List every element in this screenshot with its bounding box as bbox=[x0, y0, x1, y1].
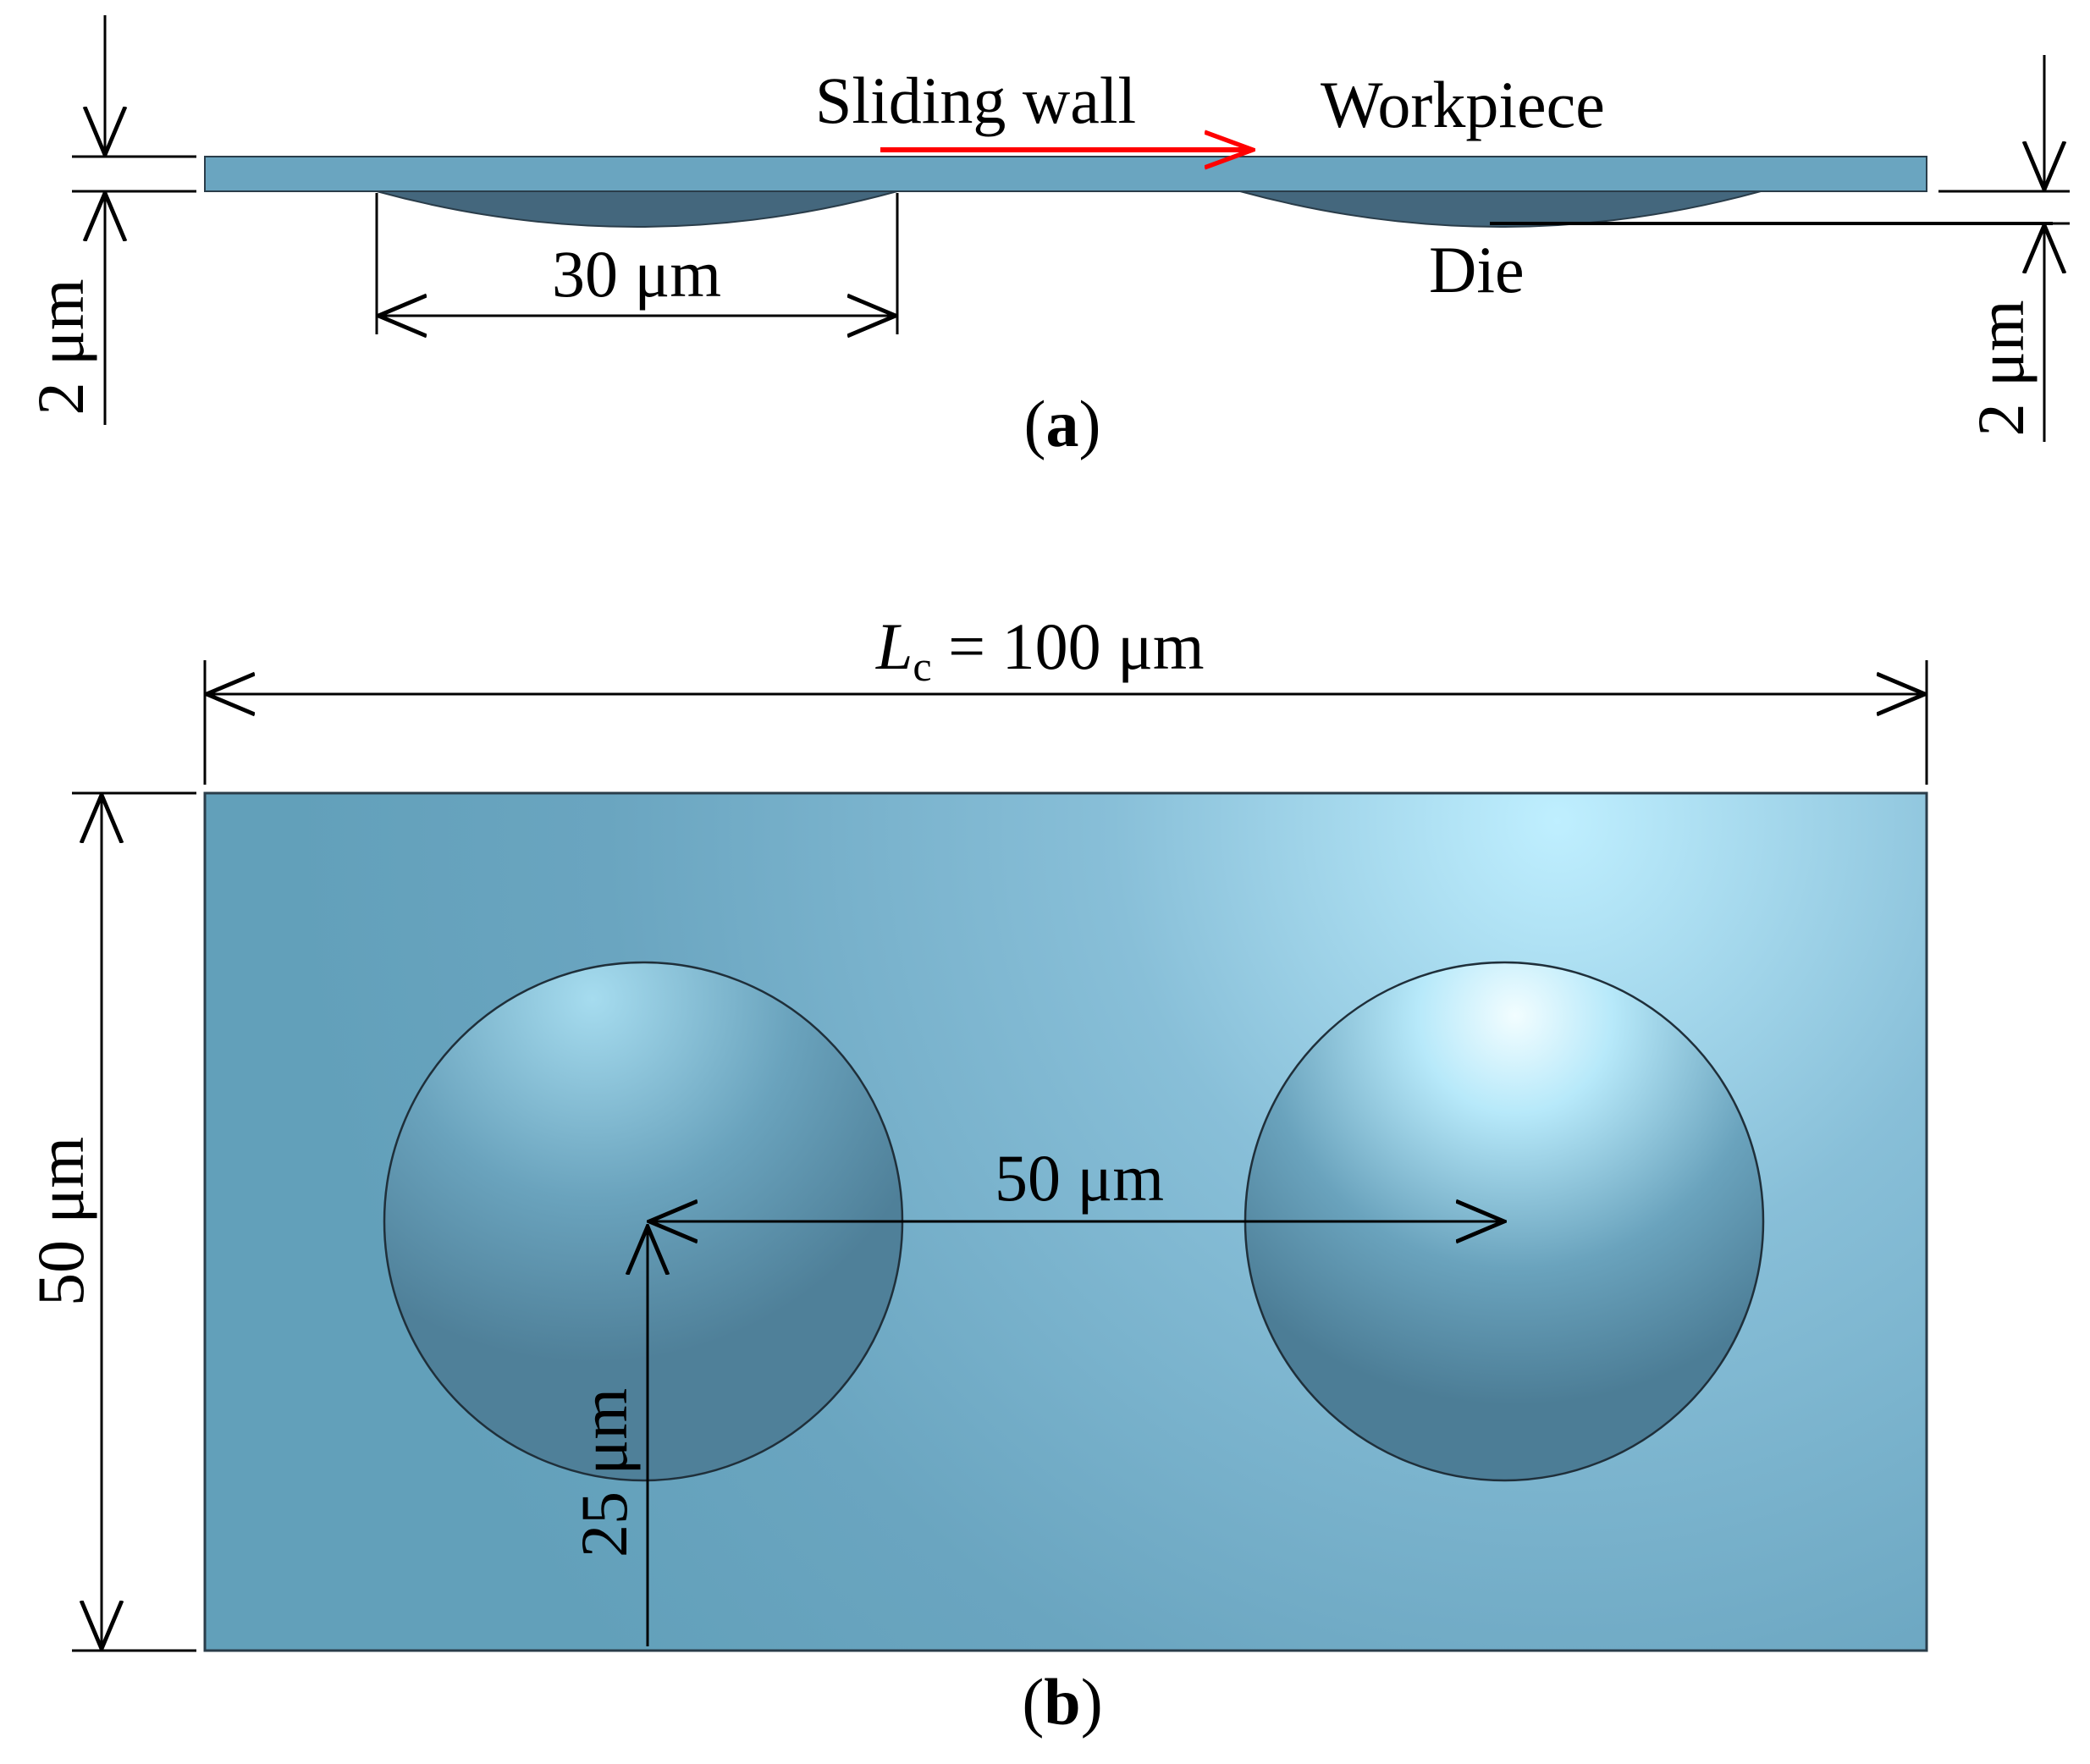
height-label: 50 μm bbox=[24, 1137, 97, 1306]
workpiece-label: Workpiece bbox=[1321, 68, 1605, 141]
offset-label: 25 μm bbox=[567, 1388, 641, 1557]
workpiece-strip bbox=[204, 156, 1927, 192]
die-dimple-left bbox=[376, 190, 898, 228]
panel-b: Lc = 100 μm 50 μm 50 μm 25 μm (b) bbox=[24, 609, 1928, 1739]
sliding-wall-label: Sliding wall bbox=[815, 63, 1136, 137]
die-dimple-right bbox=[1239, 190, 1762, 228]
left-thickness-label: 2 μm bbox=[24, 279, 97, 416]
dimple-width-label: 30 μm bbox=[552, 237, 721, 311]
panel-a: Sliding wall Workpiece Die 30 μm 2 μm 2 … bbox=[24, 15, 2070, 460]
length-label: Lc = 100 μm bbox=[875, 609, 1205, 690]
panel-b-caption: (b) bbox=[1022, 1665, 1102, 1739]
right-depth-label: 2 μm bbox=[1964, 300, 2038, 437]
spacing-label: 50 μm bbox=[995, 1141, 1164, 1215]
panel-a-caption: (a) bbox=[1024, 387, 1101, 460]
die-label: Die bbox=[1429, 233, 1525, 306]
